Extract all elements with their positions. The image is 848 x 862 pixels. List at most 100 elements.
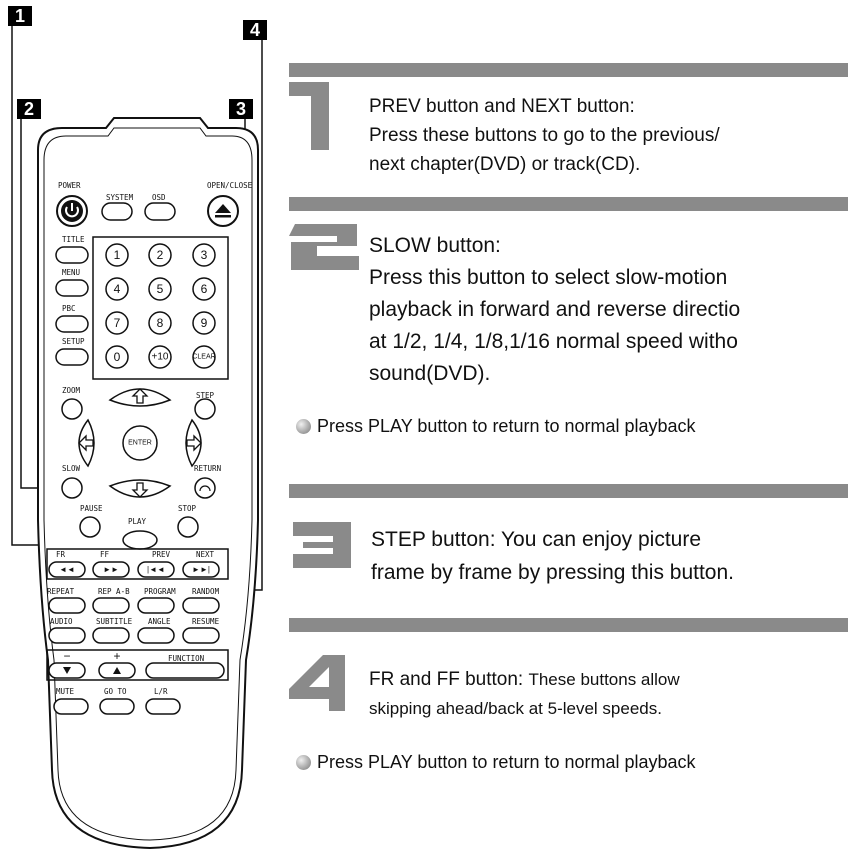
section-numeral-3 <box>293 522 351 568</box>
key-2-label: 2 <box>157 248 164 262</box>
prev-button[interactable] <box>137 561 175 578</box>
power-label: POWER <box>58 181 81 190</box>
section-1-line-1: PREV button and NEXT button: <box>369 96 635 117</box>
section-4-lead: FR and FF button: <box>369 669 529 690</box>
section-4-line-1: FR and FF button: These buttons allow <box>369 665 680 694</box>
resume-button[interactable] <box>182 627 220 644</box>
setup-button[interactable] <box>55 348 89 366</box>
open-close-button[interactable] <box>207 195 239 227</box>
mute-button[interactable] <box>53 698 89 715</box>
osd-button[interactable] <box>144 202 176 221</box>
random-button[interactable] <box>182 597 220 614</box>
ff-icon: ►► <box>103 565 119 574</box>
section-1-line-3: next chapter(DVD) or track(CD). <box>369 154 641 175</box>
subtitle-button[interactable] <box>92 627 130 644</box>
title-label: TITLE <box>62 235 85 244</box>
key-6[interactable] <box>192 277 216 301</box>
left-arrow-icon <box>78 434 94 452</box>
setup-label: SETUP <box>62 337 85 346</box>
key-7[interactable] <box>105 311 129 335</box>
volume-plus-label: + <box>113 649 120 663</box>
lr-label: L/R <box>154 687 168 696</box>
enter-button[interactable] <box>122 425 158 461</box>
key-plus10[interactable] <box>148 345 172 369</box>
key-9[interactable] <box>192 311 216 335</box>
slow-button[interactable] <box>61 477 83 499</box>
section-4-line-2: skipping ahead/back at 5-level speeds. <box>369 699 662 718</box>
key-clear[interactable] <box>192 345 216 369</box>
stop-button[interactable] <box>177 516 199 538</box>
key-8[interactable] <box>148 311 172 335</box>
power-button[interactable] <box>56 195 88 227</box>
pause-button[interactable] <box>79 516 101 538</box>
key-4[interactable] <box>105 277 129 301</box>
callout-4: 4 <box>243 20 267 40</box>
key-6-label: 6 <box>201 282 208 296</box>
system-button[interactable] <box>101 202 133 221</box>
play-button[interactable] <box>122 530 158 550</box>
step-button[interactable] <box>194 398 216 420</box>
section-divider <box>289 618 848 632</box>
angle-button[interactable] <box>137 627 175 644</box>
volume-up-icon <box>113 667 121 674</box>
pause-label: PAUSE <box>80 504 103 513</box>
key-1[interactable] <box>105 243 129 267</box>
return-button[interactable] <box>194 477 216 499</box>
slow-label: SLOW <box>62 464 81 473</box>
repeat-button[interactable] <box>48 597 86 614</box>
menu-button[interactable] <box>55 279 89 297</box>
remote-control-illustration: POWER SYSTEM OSD OPEN/CLOSE TITLE MENU P… <box>11 26 263 850</box>
transport-frame <box>46 548 229 580</box>
rep-ab-label: REP A-B <box>98 587 130 596</box>
left-button[interactable] <box>78 418 95 468</box>
note-2-text: Press PLAY button to return to normal pl… <box>317 752 696 772</box>
key-plus10-label: +10 <box>152 352 169 363</box>
fr-button[interactable] <box>48 561 86 578</box>
function-button[interactable] <box>145 662 225 679</box>
volume-minus-label: − <box>63 649 70 663</box>
key-2[interactable] <box>148 243 172 267</box>
key-5[interactable] <box>148 277 172 301</box>
right-button[interactable] <box>185 418 202 468</box>
pbc-button[interactable] <box>55 315 89 333</box>
stop-label: STOP <box>178 504 197 513</box>
random-label: RANDOM <box>192 587 220 596</box>
section-2-line-5: sound(DVD). <box>369 362 491 385</box>
number-keypad: 1 2 3 4 5 6 7 8 9 0 +10 CLEAR <box>105 243 216 369</box>
keypad-frame <box>92 236 229 380</box>
eject-icon <box>215 204 231 213</box>
program-label: PROGRAM <box>144 587 176 596</box>
lr-button[interactable] <box>145 698 181 715</box>
goto-label: GO TO <box>104 687 127 696</box>
note-play-return-1: Press PLAY button to return to normal pl… <box>296 416 696 437</box>
next-button[interactable] <box>182 561 220 578</box>
section-numeral-1 <box>289 82 329 150</box>
callout-3: 3 <box>229 99 253 119</box>
up-arrow-icon <box>131 388 149 404</box>
function-label: FUNCTION <box>168 654 204 663</box>
bullet-icon <box>296 755 311 770</box>
ff-button[interactable] <box>92 561 130 578</box>
resume-label: RESUME <box>192 617 220 626</box>
section-divider <box>289 63 848 77</box>
right-arrow-icon <box>186 434 202 452</box>
key-0[interactable] <box>105 345 129 369</box>
prev-icon: |◄◄ <box>147 565 165 574</box>
key-3-label: 3 <box>201 248 208 262</box>
up-button[interactable] <box>108 388 172 407</box>
rep-ab-button[interactable] <box>92 597 130 614</box>
section-numeral-2 <box>289 224 359 270</box>
title-button[interactable] <box>55 246 89 264</box>
audio-button[interactable] <box>48 627 86 644</box>
zoom-button[interactable] <box>61 398 83 420</box>
volume-down-icon <box>63 667 71 674</box>
down-arrow-icon <box>131 482 149 498</box>
bullet-icon <box>296 419 311 434</box>
play-label: PLAY <box>128 517 147 526</box>
fr-label: FR <box>56 550 66 559</box>
program-button[interactable] <box>137 597 175 614</box>
goto-button[interactable] <box>99 698 135 715</box>
key-3[interactable] <box>192 243 216 267</box>
down-button[interactable] <box>108 479 172 498</box>
section-2-line-2: Press this button to select slow-motion <box>369 266 728 289</box>
